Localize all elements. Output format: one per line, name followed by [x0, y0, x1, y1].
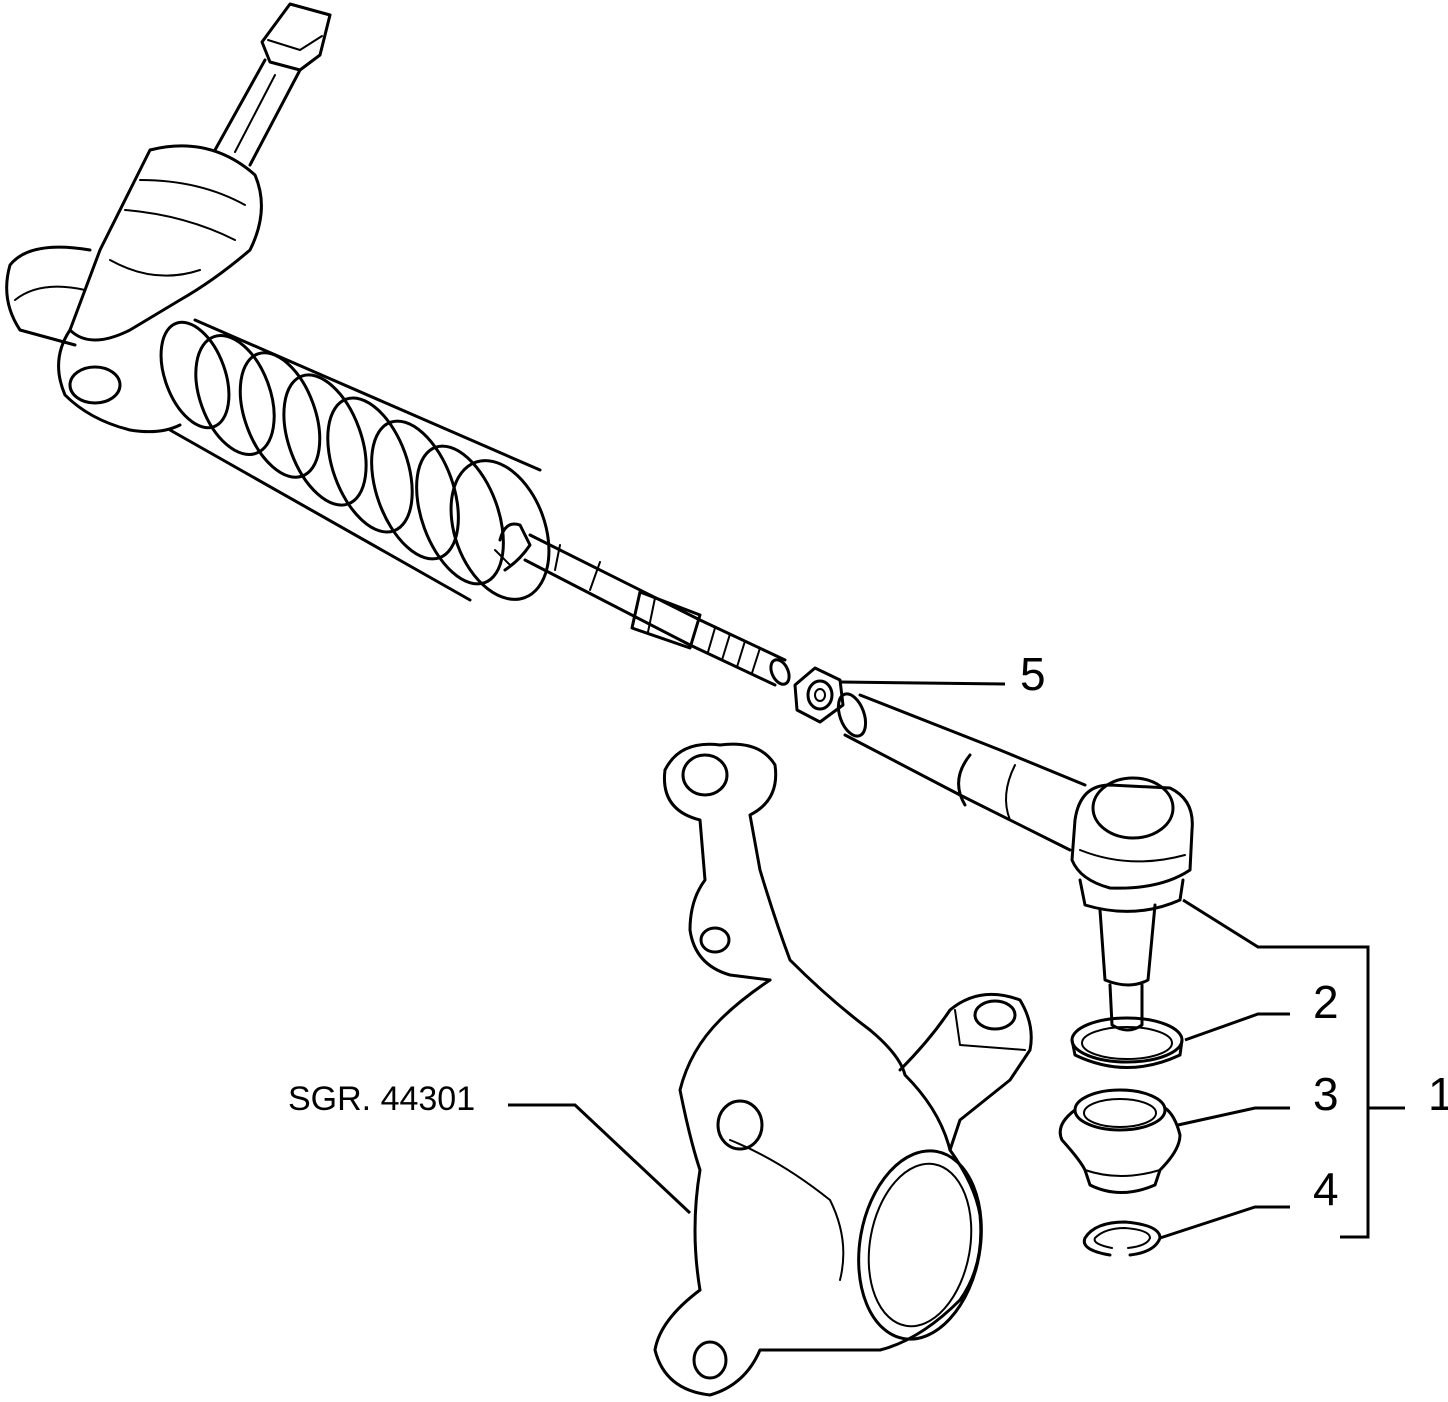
callout-3: 3 [1313, 1068, 1339, 1120]
leader-5 [839, 680, 1006, 686]
leader-lines [508, 680, 1405, 1240]
steering-knuckle [653, 742, 1033, 1397]
leader-4 [1159, 1205, 1290, 1240]
lock-nut [793, 666, 845, 724]
steering-rack-housing [5, 2, 332, 434]
leader-2 [1184, 1012, 1290, 1042]
callout-2: 2 [1313, 976, 1339, 1028]
seal-ring [1070, 1016, 1184, 1069]
callout-4: 4 [1313, 1163, 1339, 1215]
leader-ref [508, 1103, 692, 1215]
reference-label: SGR. 44301 [288, 1080, 475, 1118]
leader-1-bracket [1182, 898, 1370, 1239]
callout-1: 1 [1428, 1068, 1448, 1120]
callout-5: 5 [1020, 648, 1046, 700]
circlip [1082, 1220, 1162, 1257]
outer-tie-rod-end [836, 692, 1194, 1032]
dust-boot [1058, 1088, 1182, 1194]
inner-tie-rod [523, 533, 791, 687]
rack-boot-bellows [159, 318, 551, 602]
leader-3 [1177, 1106, 1290, 1127]
